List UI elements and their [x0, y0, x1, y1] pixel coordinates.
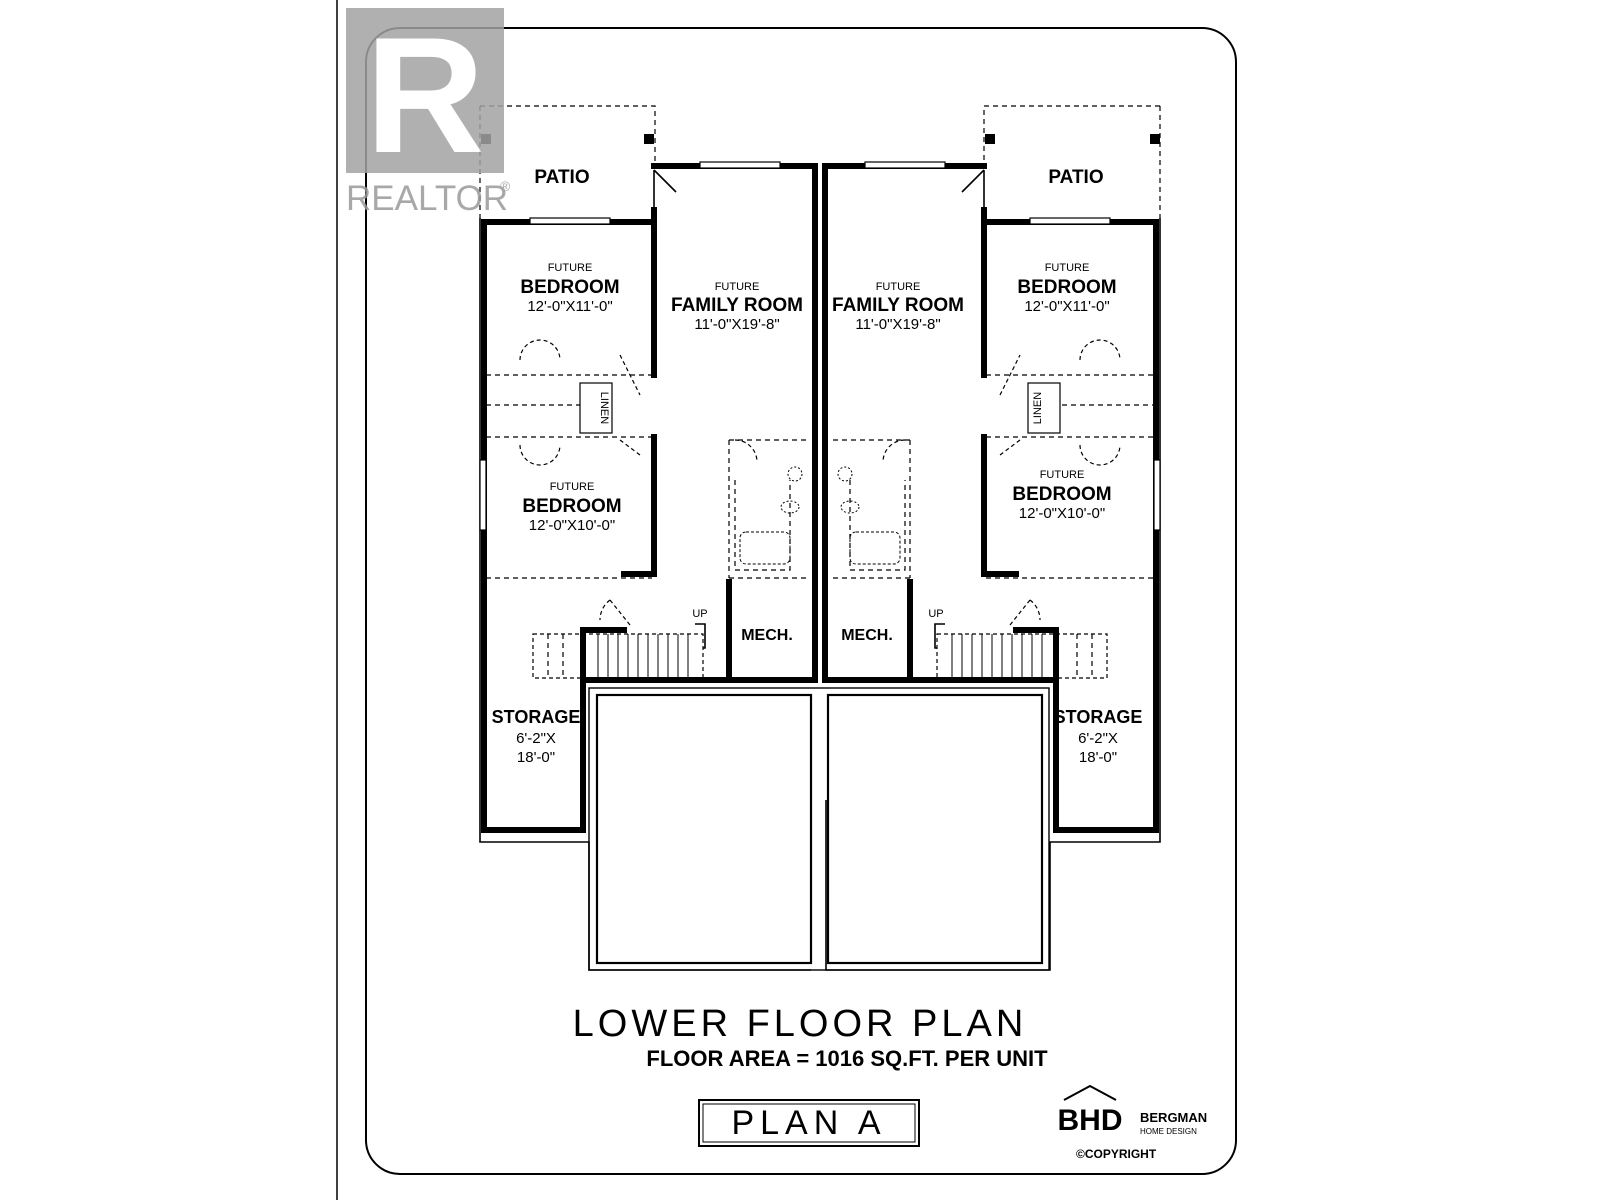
labels-right: PATIO FUTURE BEDROOM 12'-0"X11'-0" FUTUR…	[832, 167, 1142, 766]
window	[529, 217, 611, 225]
storage-size: 18'-0"	[517, 749, 555, 766]
patio-door	[961, 169, 985, 210]
stair-wall	[1013, 627, 1059, 691]
storage-door	[599, 599, 631, 626]
garage-outline	[588, 687, 1050, 971]
plan-title: LOWER FLOOR PLAN	[573, 1003, 1028, 1045]
sheet-border	[365, 27, 1237, 1175]
storage-label: STORAGE	[1054, 707, 1143, 727]
window	[1029, 217, 1111, 225]
linen-closet	[579, 382, 613, 434]
bathroom	[833, 439, 911, 579]
bedroom-size: 12'-0"X11'-0"	[527, 298, 612, 315]
realtor-logo-icon	[346, 8, 504, 173]
window	[699, 161, 781, 169]
bedroom-name: BEDROOM	[522, 496, 621, 517]
patio-post	[644, 134, 654, 144]
family-room-name: FAMILY ROOM	[671, 295, 803, 316]
family-room-prefix: FUTURE	[876, 281, 921, 293]
linen-label: LINEN	[598, 392, 610, 424]
realtor-watermark: R REALTOR ®	[346, 3, 511, 218]
linen-closet	[1027, 382, 1061, 434]
bedroom-name: BEDROOM	[520, 277, 619, 298]
family-room-size: 11'-0"X19'-8"	[855, 316, 940, 333]
stairs-up-label: UP	[928, 608, 943, 620]
stair-wall	[580, 627, 627, 691]
closet-line	[486, 374, 652, 438]
bedroom-prefix: FUTURE	[1045, 262, 1090, 274]
realtor-registered-mark: ®	[500, 178, 511, 194]
designer-name: BERGMAN	[1140, 1110, 1207, 1125]
garage-right	[826, 693, 1044, 965]
bathroom	[728, 439, 807, 579]
bedroom-size: 12'-0"X11'-0"	[1024, 298, 1109, 315]
realtor-wordmark: REALTOR	[346, 179, 508, 218]
patio-post	[1150, 134, 1160, 144]
bedroom-size: 12'-0"X10'-0"	[1019, 505, 1105, 522]
unit-right	[822, 105, 1161, 971]
patio-outline	[983, 105, 1161, 218]
plan-label: PLAN A	[731, 1104, 886, 1142]
window	[864, 161, 946, 169]
family-room-name: FAMILY ROOM	[832, 295, 964, 316]
family-room-size: 11'-0"X19'-8"	[694, 316, 779, 333]
storage-size: 18'-0"	[1079, 749, 1117, 766]
storage-size: 6'-2"X	[516, 730, 556, 747]
unit-left	[479, 105, 818, 971]
bedroom-size: 12'-0"X10'-0"	[529, 517, 615, 534]
exterior-line	[825, 218, 1161, 971]
patio-door	[653, 169, 677, 210]
bedroom-prefix: FUTURE	[550, 481, 595, 493]
linen-label: LINEN	[1032, 392, 1044, 424]
mech-label: MECH.	[841, 627, 893, 644]
stairs	[934, 623, 1108, 679]
stairs-up-label: UP	[692, 608, 707, 620]
mech-label: MECH.	[741, 627, 793, 644]
floor-area: FLOOR AREA = 1016 SQ.FT. PER UNIT	[646, 1046, 1048, 1071]
storage-label: STORAGE	[492, 707, 581, 727]
labels-left: PATIO FUTURE BEDROOM 12'-0"X11'-0" FUTUR…	[492, 167, 803, 766]
bedroom-wall	[621, 434, 657, 577]
patio-post	[985, 134, 995, 144]
copyright: ©COPYRIGHT	[1076, 1147, 1157, 1161]
bedroom-wall	[981, 434, 1019, 577]
plan-label-box-inner	[702, 1103, 916, 1143]
bedroom-prefix: FUTURE	[1040, 469, 1085, 481]
designer-logo: BHD BERGMAN HOME DESIGN ©COPYRIGHT	[1058, 1084, 1207, 1161]
garage-left	[595, 693, 813, 965]
storage-door	[1009, 599, 1041, 626]
stairs	[532, 623, 706, 679]
patio-label: PATIO	[1048, 167, 1103, 188]
closet-doors	[519, 339, 641, 466]
exterior-wall	[822, 163, 1159, 225]
window	[1153, 459, 1161, 531]
patio-label: PATIO	[534, 167, 589, 188]
bedroom-name: BEDROOM	[1017, 277, 1116, 298]
designer-initials: BHD	[1058, 1104, 1123, 1137]
closet-line	[986, 374, 1154, 438]
designer-tagline: HOME DESIGN	[1140, 1127, 1197, 1136]
house-roof-icon	[1063, 1084, 1117, 1101]
storage-size: 6'-2"X	[1078, 730, 1118, 747]
family-room-prefix: FUTURE	[715, 281, 760, 293]
bedroom-name: BEDROOM	[1012, 484, 1111, 505]
plan-label-box	[698, 1099, 920, 1147]
bedroom-prefix: FUTURE	[548, 262, 593, 274]
closet-doors	[999, 339, 1121, 466]
realtor-logo-letter: R	[365, 3, 484, 187]
window	[479, 459, 487, 531]
